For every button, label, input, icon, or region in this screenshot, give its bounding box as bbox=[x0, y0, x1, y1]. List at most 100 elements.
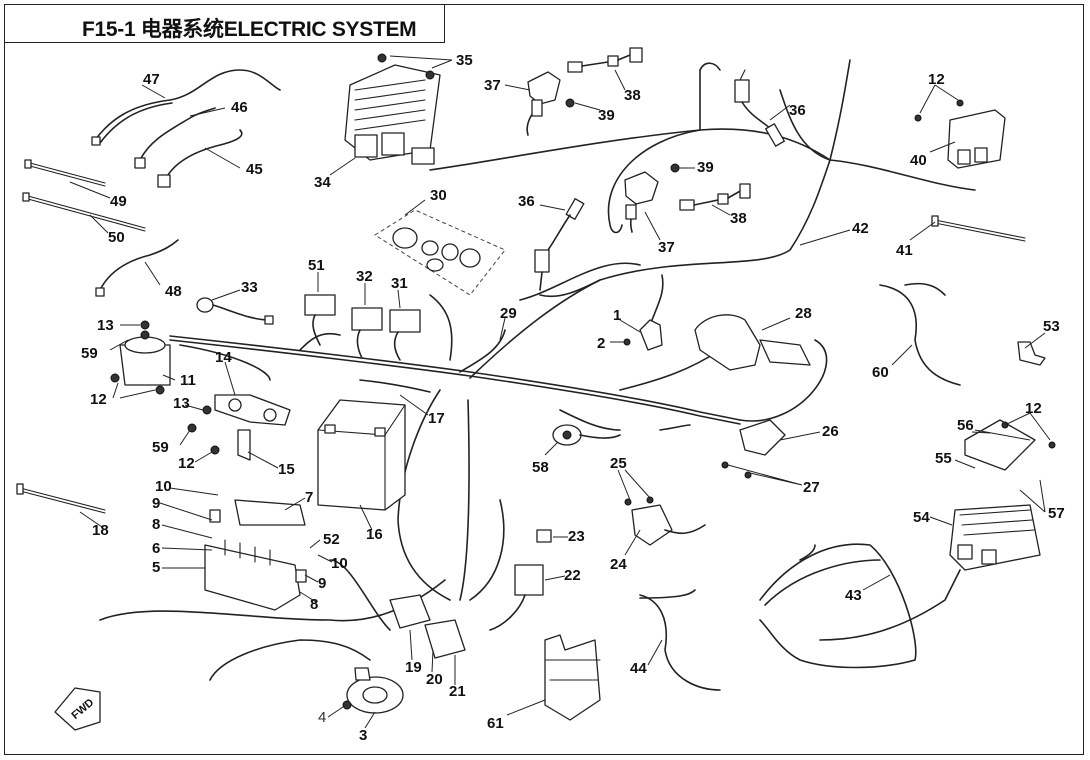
label-39-upper: 39 bbox=[598, 107, 615, 124]
label-47: 47 bbox=[143, 71, 160, 88]
leader-lines bbox=[69, 55, 1051, 729]
label-56: 56 bbox=[957, 417, 974, 434]
sensor-58 bbox=[552, 424, 621, 446]
label-37-upper: 37 bbox=[484, 77, 501, 94]
label-12-bracket: 12 bbox=[178, 455, 195, 472]
label-46: 46 bbox=[231, 99, 248, 116]
wire-harness-43 bbox=[759, 543, 961, 669]
fwd-arrow-icon: FWD bbox=[54, 687, 101, 731]
label-15: 15 bbox=[278, 461, 295, 478]
label-8-right: 8 bbox=[310, 596, 318, 613]
oxygen-sensor-lower bbox=[534, 198, 585, 291]
label-43: 43 bbox=[845, 587, 862, 604]
label-8-left: 8 bbox=[152, 516, 160, 533]
battery bbox=[317, 399, 406, 511]
label-20: 20 bbox=[426, 671, 443, 688]
starter-relay bbox=[110, 320, 171, 395]
label-30: 30 bbox=[430, 187, 447, 204]
label-6: 6 bbox=[152, 540, 160, 557]
fuse-box bbox=[204, 499, 307, 611]
cable-tie-18 bbox=[16, 483, 106, 514]
wire-harness-60 bbox=[879, 282, 961, 386]
relay-31 bbox=[389, 309, 421, 361]
wire-47 bbox=[91, 69, 281, 146]
speed-sensor-lower bbox=[624, 163, 751, 233]
label-25: 25 bbox=[610, 455, 627, 472]
wire-45 bbox=[157, 129, 243, 188]
label-16: 16 bbox=[366, 526, 383, 543]
label-3: 3 bbox=[359, 727, 367, 744]
cable-tie-49 bbox=[24, 159, 106, 187]
label-53: 53 bbox=[1043, 318, 1060, 335]
sensor-1 bbox=[623, 274, 664, 351]
label-52: 52 bbox=[323, 531, 340, 548]
speed-sensor-upper bbox=[526, 47, 643, 136]
label-9-right: 9 bbox=[318, 575, 326, 592]
relay-32 bbox=[351, 307, 383, 359]
label-49: 49 bbox=[110, 193, 127, 210]
page-title: F15-1 电器系统ELECTRIC SYSTEM bbox=[82, 18, 417, 41]
relay-51 bbox=[304, 294, 336, 346]
label-40: 40 bbox=[910, 152, 927, 169]
label-23: 23 bbox=[568, 528, 585, 545]
label-48: 48 bbox=[165, 283, 182, 300]
oxygen-sensor-upper bbox=[734, 69, 785, 147]
bracket-14 bbox=[214, 394, 291, 426]
connector-kit bbox=[374, 209, 506, 296]
label-22: 22 bbox=[564, 567, 581, 584]
bracket-15 bbox=[187, 405, 251, 461]
bracket-53 bbox=[1017, 341, 1046, 366]
label-9-left: 9 bbox=[152, 495, 160, 512]
label-13-lower: 13 bbox=[173, 395, 190, 412]
label-32: 32 bbox=[356, 268, 373, 285]
label-1: 1 bbox=[613, 307, 621, 324]
label-5: 5 bbox=[152, 559, 160, 576]
label-39-lower: 39 bbox=[697, 159, 714, 176]
ecu-unit bbox=[914, 99, 1006, 169]
label-7: 7 bbox=[305, 489, 313, 506]
label-38-lower: 38 bbox=[730, 210, 747, 227]
flasher-relay bbox=[489, 529, 552, 631]
label-28: 28 bbox=[795, 305, 812, 322]
label-24: 24 bbox=[610, 556, 627, 573]
label-38-upper: 38 bbox=[624, 87, 641, 104]
part-number-labels: 47 46 45 49 50 48 35 34 37 39 38 36 12 4… bbox=[81, 52, 1065, 744]
label-54: 54 bbox=[913, 509, 930, 526]
label-61: 61 bbox=[487, 715, 504, 732]
wire-48 bbox=[95, 239, 179, 297]
holder-bracket bbox=[544, 634, 601, 721]
label-17: 17 bbox=[428, 410, 445, 427]
label-44: 44 bbox=[630, 660, 647, 677]
label-57: 57 bbox=[1048, 505, 1065, 522]
label-37-lower: 37 bbox=[658, 239, 675, 256]
label-12-module: 12 bbox=[1025, 400, 1042, 417]
connector-block bbox=[389, 594, 466, 659]
cable-tie-41 bbox=[931, 215, 1026, 242]
label-55: 55 bbox=[935, 450, 952, 467]
main-wire-harness bbox=[99, 59, 976, 681]
label-59-upper: 59 bbox=[81, 345, 98, 362]
label-45: 45 bbox=[246, 161, 263, 178]
label-2: 2 bbox=[597, 335, 605, 352]
label-58: 58 bbox=[532, 459, 549, 476]
label-41: 41 bbox=[896, 242, 913, 259]
label-13-upper: 13 bbox=[97, 317, 114, 334]
label-27: 27 bbox=[803, 479, 820, 496]
label-51: 51 bbox=[308, 257, 325, 274]
label-18: 18 bbox=[92, 522, 109, 539]
label-36-lower: 36 bbox=[518, 193, 535, 210]
wire-46 bbox=[134, 107, 216, 169]
label-36-upper: 36 bbox=[789, 102, 806, 119]
label-35: 35 bbox=[456, 52, 473, 69]
ignition-coil bbox=[624, 496, 706, 546]
label-14: 14 bbox=[215, 349, 232, 366]
label-4: 4 bbox=[318, 709, 326, 726]
wire-harness-44 bbox=[639, 589, 721, 691]
handlebar-switch bbox=[694, 314, 811, 371]
title-box: F15-1 电器系统ELECTRIC SYSTEM bbox=[4, 4, 445, 43]
label-12-relay: 12 bbox=[90, 391, 107, 408]
diagram-frame bbox=[4, 4, 1084, 755]
label-31: 31 bbox=[391, 275, 408, 292]
label-26: 26 bbox=[822, 423, 839, 440]
